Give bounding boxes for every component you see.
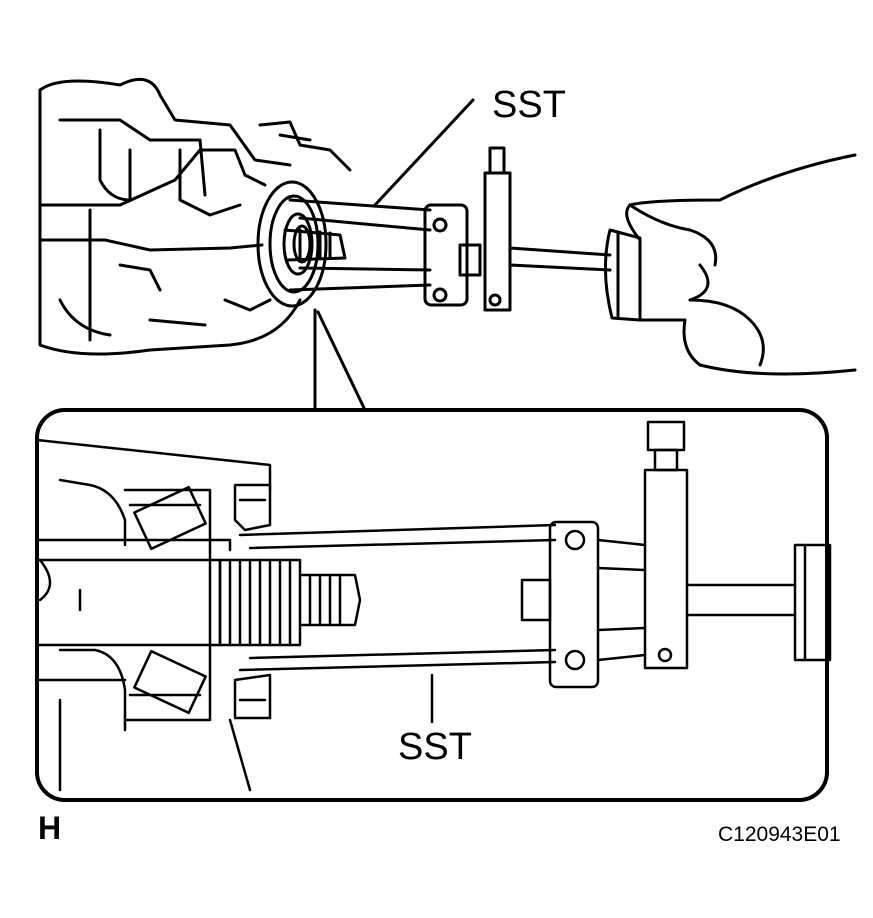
figure-letter: H (38, 810, 62, 846)
axle-housing-overview (38, 77, 352, 356)
callout-line-right (316, 310, 367, 412)
detail-bearing (128, 485, 207, 715)
figure-code: C120943E01 (718, 823, 841, 846)
leader-line-top (373, 98, 475, 207)
hand (625, 153, 857, 376)
detail-oil-seal (233, 483, 272, 720)
sst-puller-top (288, 146, 642, 322)
detail-shaft (35, 558, 362, 647)
sst-label-detail: SST (398, 726, 472, 768)
detail-frame (35, 408, 829, 802)
oil-seal-top (256, 180, 347, 308)
detail-housing (35, 438, 272, 792)
detail-sst-puller (238, 420, 832, 689)
sst-label-top: SST (492, 84, 566, 126)
